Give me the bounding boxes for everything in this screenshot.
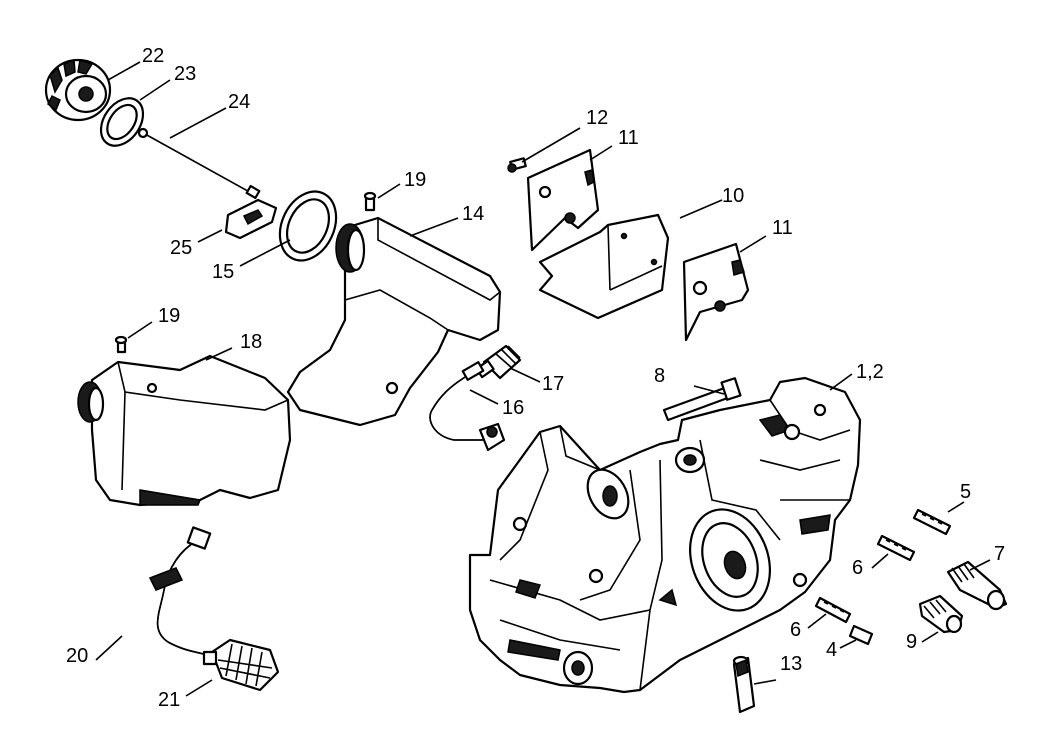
label-4: 4 [826,639,837,661]
label-17: 17 [542,373,564,395]
part-6-pin-lower [814,596,852,624]
part-9-plug [918,594,964,634]
part-13-tube [732,655,756,714]
label-13: 13 [780,653,802,675]
part-11-plate-upper [526,148,600,252]
part-22-filler-cap [44,58,112,122]
part-1-2-crankcase [468,376,862,694]
part-23-seal [99,97,145,147]
part-18-oil-housing [77,354,292,507]
label-15: 15 [212,261,234,283]
part-5-pin [912,508,952,536]
label-20: 20 [66,645,88,667]
label-1-2: 1,2 [856,361,884,383]
part-24-cable [137,127,261,200]
label-11-lower: 11 [772,217,793,239]
part-11-plate-lower [682,242,750,342]
label-25: 25 [170,237,192,259]
part-10-heat-shield [538,213,670,320]
part-20-hose [148,526,212,657]
part-8-bolt [662,377,742,422]
part-12-screw [507,157,527,173]
label-22: 22 [142,45,164,67]
label-11-upper: 11 [618,127,639,149]
part-7-plug [946,560,1008,611]
part-15-gasket [278,190,338,262]
leader-lines [95,61,991,697]
label-6-upper: 6 [852,557,863,579]
label-12: 12 [586,107,608,129]
label-9: 9 [906,631,917,653]
label-6-lower: 6 [790,619,801,641]
part-19-screw-upper [363,191,377,212]
part-14-tank-housing [286,216,502,427]
label-24: 24 [228,91,250,113]
label-8: 8 [654,365,665,387]
label-16: 16 [502,397,524,419]
label-23: 23 [174,63,196,85]
label-21: 21 [158,689,180,711]
label-14: 14 [462,203,484,225]
label-10: 10 [722,185,744,207]
label-19-lower: 19 [158,305,180,327]
part-16-oil-line [429,361,506,452]
part-17-oil-pickup [475,344,522,380]
part-21-filter [202,638,280,692]
label-5: 5 [960,481,971,503]
part-19-screw-lower [114,335,128,354]
part-6-pin-upper [876,534,916,562]
part-25-retainer [224,198,278,240]
part-labels: 22 23 24 25 15 19 14 19 18 12 11 10 11 1… [66,45,1005,711]
label-18: 18 [240,331,262,353]
label-7: 7 [994,543,1005,565]
part-4-sleeve [848,624,874,646]
label-19-upper: 19 [404,169,426,191]
